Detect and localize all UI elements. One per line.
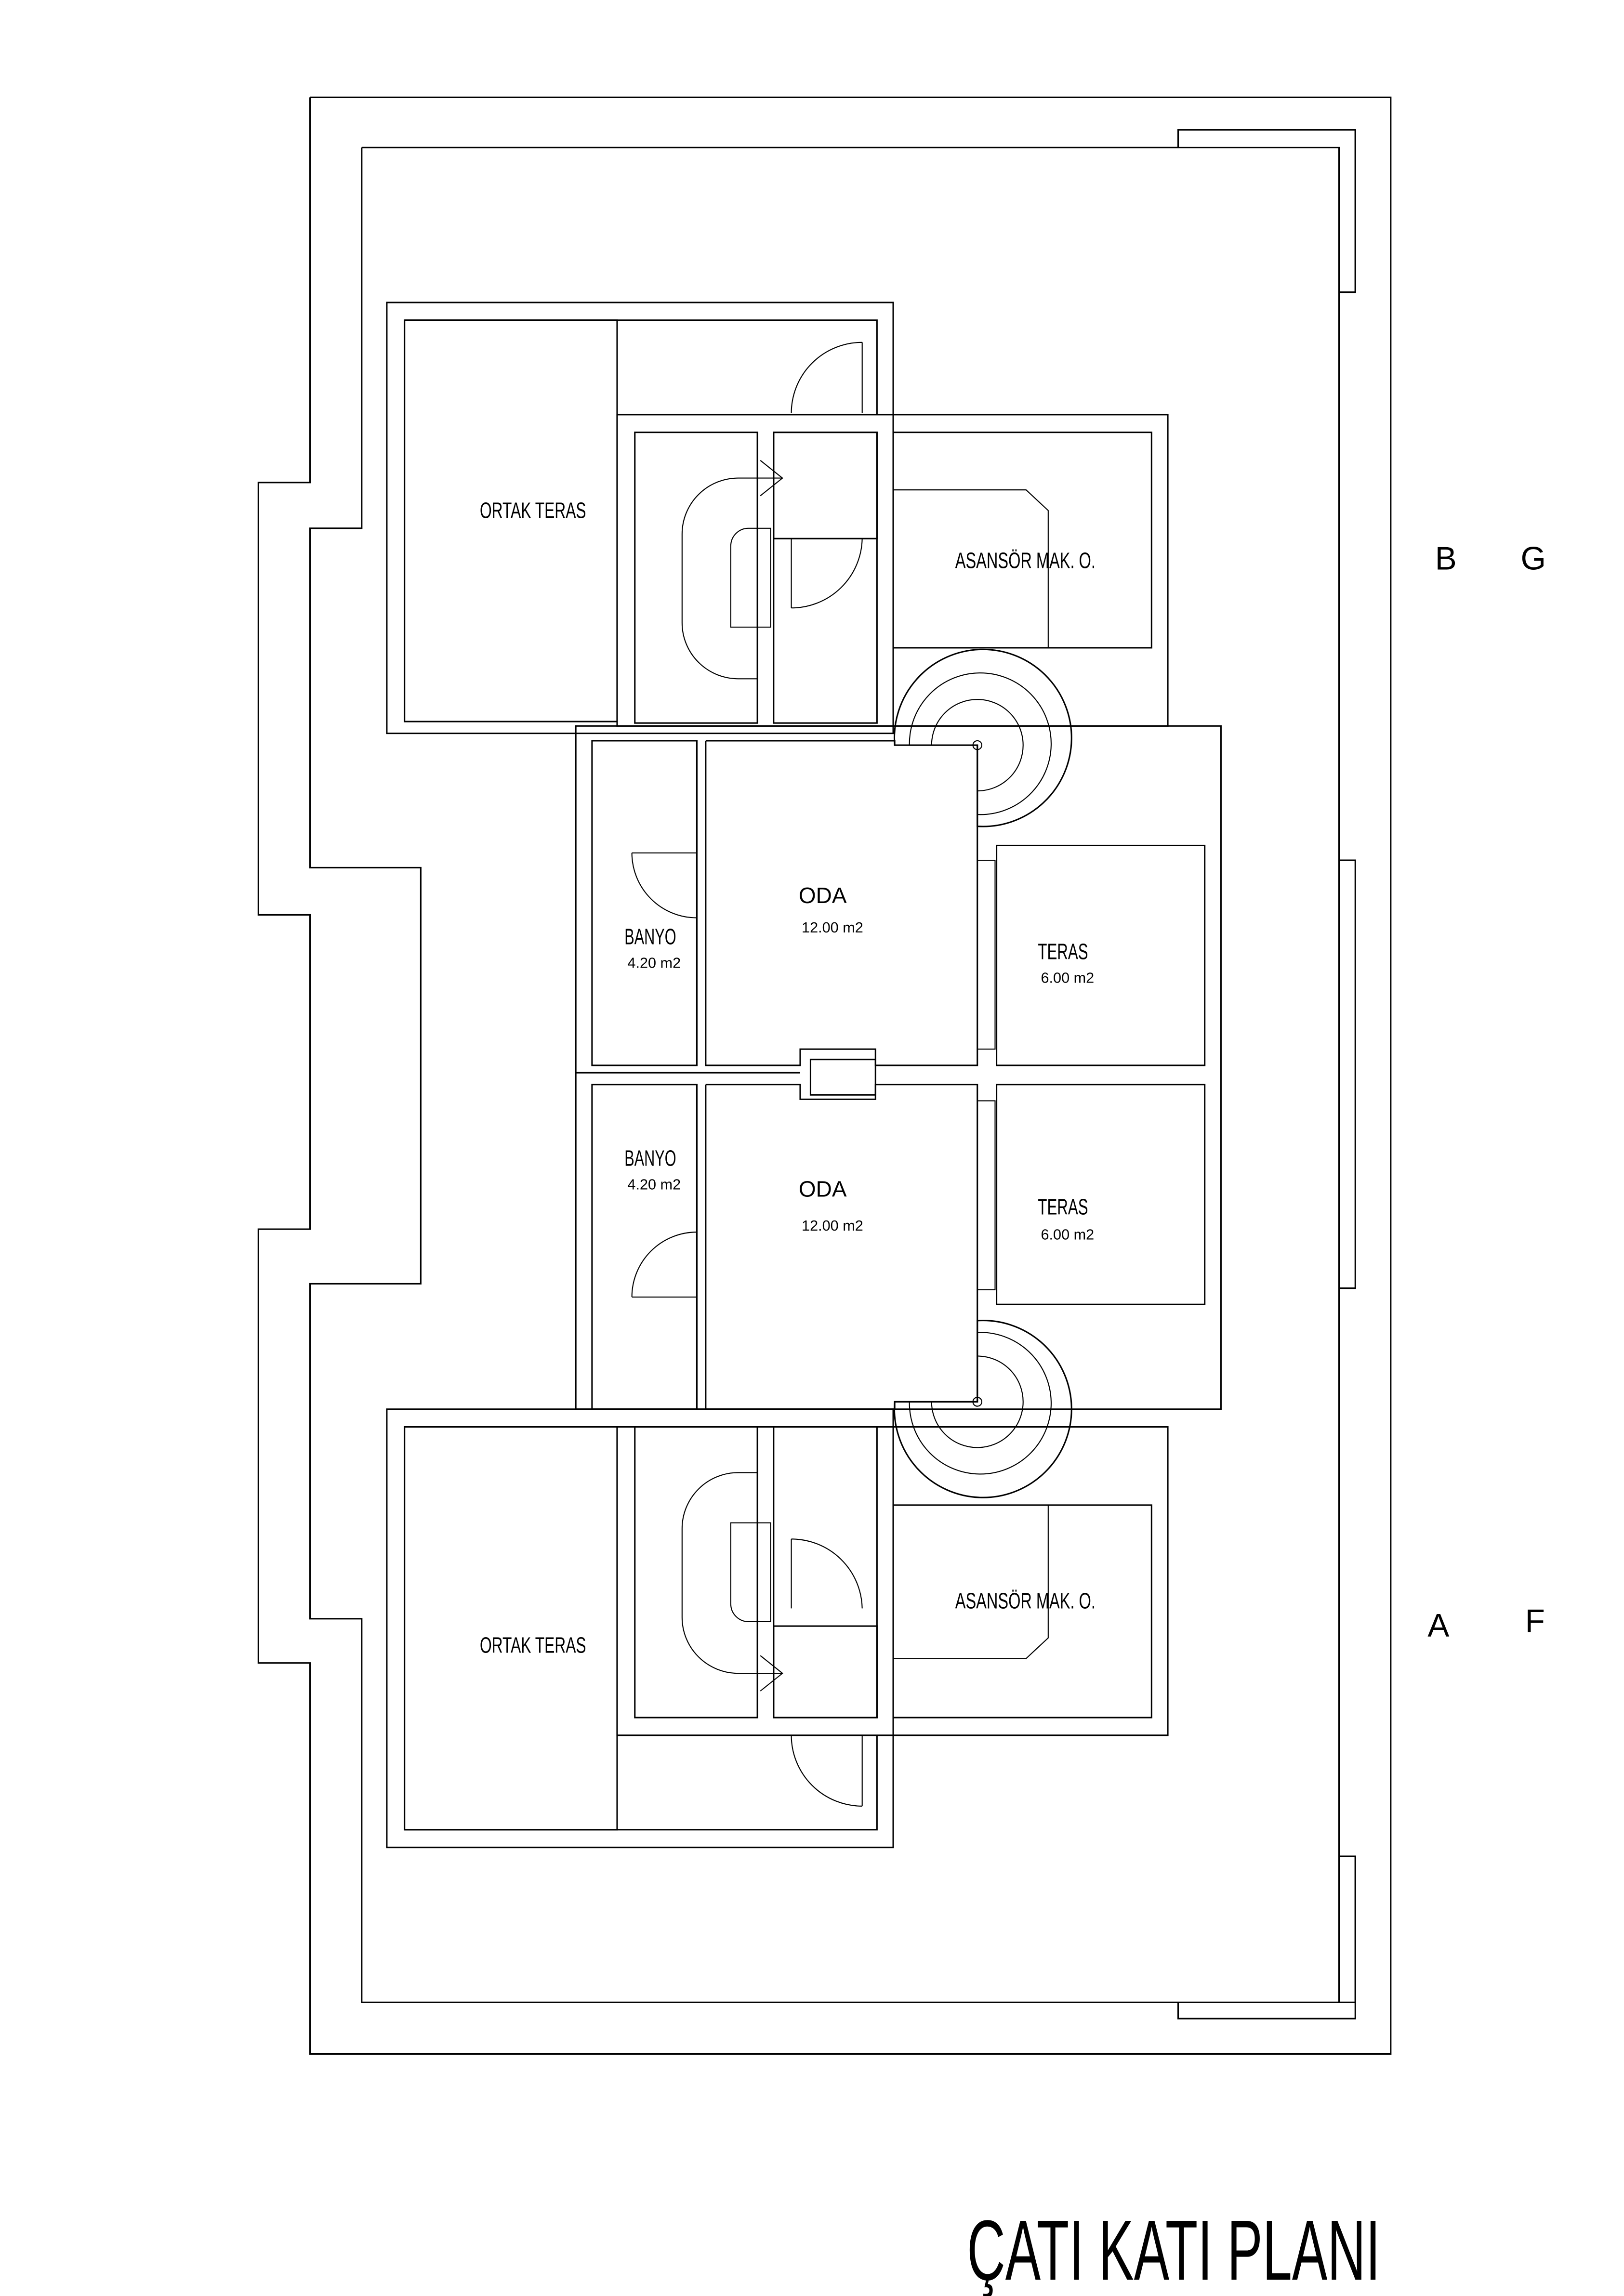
grid-label-g: G — [1520, 541, 1545, 577]
door-swing-bottom-2 — [791, 1735, 863, 1807]
label-banyo-bottom: BANYO — [624, 1145, 676, 1170]
area-teras-top: 6.00 m2 — [1041, 970, 1095, 986]
grid-label-b: B — [1435, 541, 1457, 577]
shaft-center — [809, 1059, 876, 1096]
grid-label-f: F — [1525, 1603, 1545, 1639]
area-teras-bottom: 6.00 m2 — [1041, 1226, 1095, 1243]
stair-curve-top — [681, 460, 783, 680]
area-banyo-bottom: 4.20 m2 — [627, 1176, 681, 1193]
spiral-stair-bottom-icon — [894, 1320, 1072, 1498]
door-swing-top-2 — [791, 538, 863, 609]
window-bottom — [977, 1100, 996, 1290]
stair-bottom — [634, 1426, 758, 1719]
ortak-teras-top-wall — [404, 319, 878, 415]
parapet-bottom-right — [1177, 1855, 1356, 2020]
area-oda-top: 12.00 m2 — [802, 919, 863, 936]
teras-bottom-room — [996, 1084, 1206, 1305]
drawing-title: ÇATI KATI PLANI — [967, 2202, 1380, 2296]
door-swing-banyo-top — [631, 852, 697, 918]
label-teras-bottom: TERAS — [1038, 1194, 1088, 1219]
label-ortak-teras-top: ORTAK TERAS — [480, 498, 586, 523]
door-swing-bottom-1 — [791, 1538, 863, 1609]
label-ortak-teras-bottom: ORTAK TERAS — [480, 1632, 586, 1657]
spiral-stair-top-icon — [894, 648, 1072, 827]
lobby-bottom-landing — [773, 1625, 878, 1719]
middle-block-outer — [575, 725, 1222, 1410]
area-oda-bottom: 12.00 m2 — [802, 1218, 863, 1234]
banyo-top-room — [591, 740, 698, 1066]
label-asansor-bottom: ASANSÖR MAK. O. — [955, 1588, 1096, 1613]
label-oda-bottom: ODA — [799, 1177, 847, 1202]
grid-label-a: A — [1427, 1608, 1449, 1644]
label-banyo-top: BANYO — [624, 924, 676, 949]
stair-curve-bottom — [681, 1472, 783, 1692]
parapet-top-right — [1177, 129, 1356, 293]
teras-top-room — [996, 844, 1206, 1066]
window-top — [977, 860, 996, 1050]
asansor-bottom-room — [892, 1504, 1152, 1719]
label-oda-top: ODA — [799, 883, 847, 908]
outer-wall — [257, 96, 1392, 2055]
core-bottom-outer — [616, 1426, 1169, 1736]
label-asansor-top: ASANSÖR MAK. O. — [955, 548, 1096, 573]
ortak-teras-bottom-wall — [404, 1735, 878, 1831]
elevator-shaft-bottom — [893, 1505, 1049, 1659]
door-swing-top-1 — [791, 341, 863, 413]
label-teras-top: TERAS — [1038, 939, 1088, 964]
area-banyo-top: 4.20 m2 — [627, 955, 681, 971]
inner-wall-line — [309, 146, 1340, 2003]
door-swing-banyo-bottom — [631, 1232, 697, 1298]
asansor-top-room — [892, 432, 1152, 649]
stair-top — [634, 432, 758, 724]
elevator-shaft-top — [893, 489, 1049, 648]
parapet-mid-right — [1339, 859, 1356, 1289]
